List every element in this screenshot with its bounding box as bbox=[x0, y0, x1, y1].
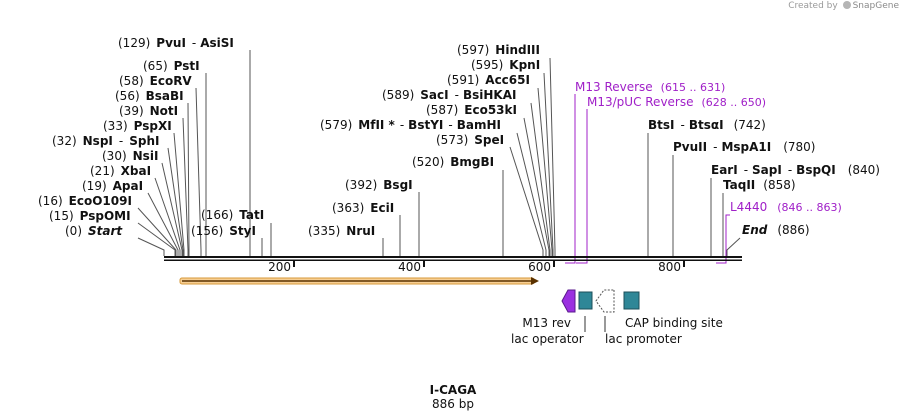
lac-promoter-arrow-icon[interactable] bbox=[595, 289, 615, 313]
feature-label-m13-rev: M13 rev bbox=[522, 316, 571, 330]
site-label-btsi: BtsI-BtsαI(742) bbox=[648, 118, 766, 132]
leader-mfli bbox=[516, 132, 547, 256]
site-label-taqii: TaqII(858) bbox=[723, 178, 796, 192]
leader-spei bbox=[509, 146, 544, 256]
primer-label-l4440: L4440(846 .. 863) bbox=[730, 200, 842, 214]
leader-acc65i bbox=[537, 87, 553, 256]
lac-operator-box-icon[interactable] bbox=[578, 291, 593, 310]
leader-start bbox=[137, 237, 165, 256]
leader-bsabi bbox=[187, 102, 190, 256]
primer-leader-lines bbox=[565, 94, 730, 264]
site-label-acc65i: (591)Acc65I bbox=[447, 73, 530, 87]
ruler-label-800: 800 bbox=[658, 260, 681, 274]
primer-leader-m13puc-reverse bbox=[576, 109, 588, 264]
leader-nspi bbox=[167, 147, 184, 256]
leader-end bbox=[726, 237, 741, 256]
site-label-eco53ki: (587)Eco53kI bbox=[426, 103, 517, 117]
site-label-tati: (166)TatI bbox=[201, 208, 264, 222]
dna-backbone-bottom bbox=[164, 259, 742, 261]
site-label-bsgi: (392)BsgI bbox=[345, 178, 413, 192]
site-label-noti: (39)NotI bbox=[119, 104, 178, 118]
primer-leader-l4440 bbox=[716, 214, 730, 264]
ruler-label-400: 400 bbox=[398, 260, 421, 274]
site-label-ecoo109i: (16)EcoO109I bbox=[38, 194, 132, 208]
site-label-nrui: (335)NruI bbox=[308, 224, 375, 238]
ruler-label-200: 200 bbox=[268, 260, 291, 274]
leader-eco53ki bbox=[523, 117, 550, 256]
site-label-ecii: (363)EciI bbox=[332, 201, 394, 215]
primer-label-m13puc-reverse: M13/pUC Reverse(628 .. 650) bbox=[587, 95, 766, 109]
site-label-nsii: (30)NsiI bbox=[102, 149, 158, 163]
site-label-apai: (19)ApaI bbox=[82, 179, 143, 193]
ruler-tick-400 bbox=[423, 261, 425, 267]
construct-name: I-CAGA bbox=[430, 383, 477, 397]
site-label-xbai: (21)XbaI bbox=[90, 164, 151, 178]
site-label-pspomi: (15)PspOMI bbox=[49, 209, 131, 223]
snapgene-credit: Created by SnapGene bbox=[788, 1, 899, 11]
feature-label-lac-promoter: lac promoter bbox=[605, 332, 682, 346]
leader-saci bbox=[530, 102, 551, 256]
site-label-styi: (156)StyI bbox=[191, 224, 256, 238]
ruler-tick-200 bbox=[293, 261, 295, 267]
site-label-pvui: (129)PvuI-AsiSI bbox=[118, 36, 234, 50]
leader-apai bbox=[147, 192, 179, 256]
site-label-pspxi: (33)PspXI bbox=[103, 119, 172, 133]
credit-brand: SnapGene bbox=[852, 1, 899, 11]
site-label-bsabi: (56)BsaBI bbox=[115, 89, 184, 103]
cap-binding-site-box-icon[interactable] bbox=[623, 291, 640, 310]
leader-noti bbox=[182, 117, 189, 256]
feature-label-cap-binding-site: CAP binding site bbox=[625, 316, 723, 330]
dna-backbone-top bbox=[164, 256, 742, 258]
site-labels: (0)Start (15)PspOMI (16)EcoO109I (19)Apa… bbox=[38, 36, 880, 238]
leader-pspomi bbox=[137, 222, 176, 256]
construct-length: 886 bp bbox=[432, 397, 474, 411]
site-label-spei: (573)SpeI bbox=[436, 133, 504, 147]
site-label-hindiii: (597)HindIII bbox=[457, 43, 540, 57]
site-label-mfli: (579)MfII *-BstYI-BamHI bbox=[320, 118, 501, 132]
site-label-kpni: (595)KpnI bbox=[471, 58, 540, 72]
ruler-tick-800 bbox=[683, 261, 685, 267]
leader-xbai bbox=[154, 177, 181, 256]
site-label-eari: EarI-SapI-BspQI(840) bbox=[711, 163, 880, 177]
leader-ecoo109i bbox=[137, 207, 177, 256]
site-label-pvuii: PvuII-MspA1I(780) bbox=[673, 140, 816, 154]
site-label-end: End(886) bbox=[742, 223, 810, 237]
ruler-tick-600 bbox=[553, 261, 555, 267]
site-label-ecorv: (58)EcoRV bbox=[119, 74, 192, 88]
site-label-saci: (589)SacI-BsiHKAI bbox=[382, 88, 516, 102]
leader-hindiii bbox=[549, 57, 556, 256]
ruler-label-600: 600 bbox=[528, 260, 551, 274]
feature-labels: M13 rev lac operator lac promoter CAP bi… bbox=[511, 316, 723, 346]
m13-rev-arrow-icon[interactable] bbox=[561, 289, 576, 313]
site-label-bmgbi: (520)BmgBI bbox=[412, 155, 494, 169]
site-label-nspi: (32)NspI-SphI bbox=[52, 134, 159, 148]
site-leader-lines bbox=[137, 50, 741, 256]
primer-labels: M13 Reverse(615 .. 631) M13/pUC Reverse(… bbox=[575, 80, 842, 214]
leader-ecorv bbox=[195, 87, 202, 256]
leader-kpni bbox=[543, 72, 554, 256]
feature-glyphs bbox=[561, 289, 640, 332]
credit-prefix: Created by bbox=[788, 1, 838, 11]
site-label-start: (0)Start bbox=[65, 224, 123, 238]
primer-leader-m13-reverse bbox=[565, 94, 576, 264]
orf-arrow[interactable] bbox=[179, 277, 539, 285]
ruler: 200 400 600 800 bbox=[268, 260, 685, 274]
leader-pspxi bbox=[173, 132, 185, 256]
feature-label-lac-operator: lac operator bbox=[511, 332, 584, 346]
site-label-psti: (65)PstI bbox=[143, 59, 200, 73]
leader-nsii bbox=[161, 162, 183, 256]
primer-label-m13-reverse: M13 Reverse(615 .. 631) bbox=[575, 80, 725, 94]
snapgene-logo-icon bbox=[842, 1, 851, 9]
